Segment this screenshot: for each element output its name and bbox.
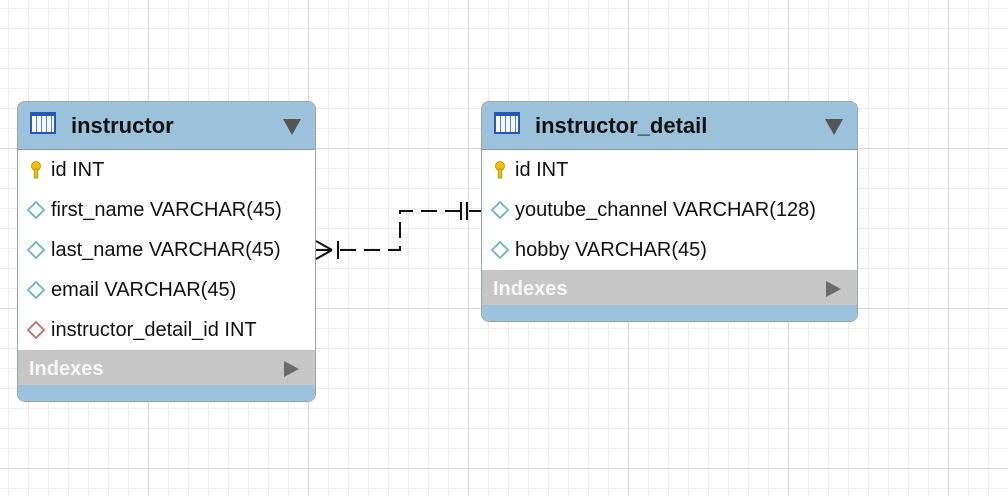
collapse-triangle-icon[interactable]: [825, 119, 843, 135]
table-name: instructor: [71, 113, 174, 138]
column-diamond-icon: [27, 241, 45, 259]
table-instructor[interactable]: instructor id INT first_name VARCHAR(45)…: [17, 101, 316, 402]
column-row[interactable]: id INT: [482, 150, 857, 190]
column-label: last_name VARCHAR(45): [51, 239, 281, 261]
table-footer: [482, 305, 857, 321]
column-label: youtube_channel VARCHAR(128): [515, 199, 816, 221]
expand-triangle-icon[interactable]: [284, 361, 299, 377]
table-icon: [494, 112, 520, 134]
column-row[interactable]: youtube_channel VARCHAR(128): [482, 190, 857, 230]
expand-triangle-icon[interactable]: [826, 281, 841, 297]
column-label: id INT: [51, 159, 105, 181]
relationship-line[interactable]: [316, 210, 481, 251]
column-row[interactable]: email VARCHAR(45): [18, 270, 315, 310]
crows-foot-many-icon: [315, 240, 339, 260]
column-diamond-icon: [491, 201, 509, 219]
column-row[interactable]: last_name VARCHAR(45): [18, 230, 315, 270]
column-label: id INT: [515, 159, 569, 181]
indexes-section[interactable]: Indexes: [18, 350, 315, 388]
indexes-section[interactable]: Indexes: [482, 270, 857, 308]
column-label: instructor_detail_id INT: [51, 319, 257, 341]
column-diamond-icon: [491, 241, 509, 259]
column-row[interactable]: hobby VARCHAR(45): [482, 230, 857, 270]
collapse-triangle-icon[interactable]: [283, 119, 301, 135]
column-label: first_name VARCHAR(45): [51, 199, 282, 221]
table-name: instructor_detail: [535, 113, 708, 138]
foreign-key-diamond-icon: [27, 321, 45, 339]
column-label: email VARCHAR(45): [51, 279, 237, 301]
indexes-label: Indexes: [29, 358, 104, 380]
indexes-label: Indexes: [493, 278, 568, 300]
table-instructor-detail[interactable]: instructor_detail id INT youtube_channel…: [481, 101, 858, 322]
column-row[interactable]: instructor_detail_id INT: [18, 310, 315, 350]
table-header[interactable]: instructor_detail: [482, 102, 857, 150]
column-label: hobby VARCHAR(45): [515, 239, 707, 261]
column-row[interactable]: first_name VARCHAR(45): [18, 190, 315, 230]
table-header[interactable]: instructor: [18, 102, 315, 150]
column-row[interactable]: id INT: [18, 150, 315, 190]
primary-key-icon: [495, 161, 505, 179]
primary-key-icon: [31, 161, 41, 179]
column-diamond-icon: [27, 201, 45, 219]
one-mandatory-icon: [460, 202, 468, 220]
column-diamond-icon: [27, 281, 45, 299]
table-icon: [30, 112, 56, 134]
table-footer: [18, 385, 315, 401]
